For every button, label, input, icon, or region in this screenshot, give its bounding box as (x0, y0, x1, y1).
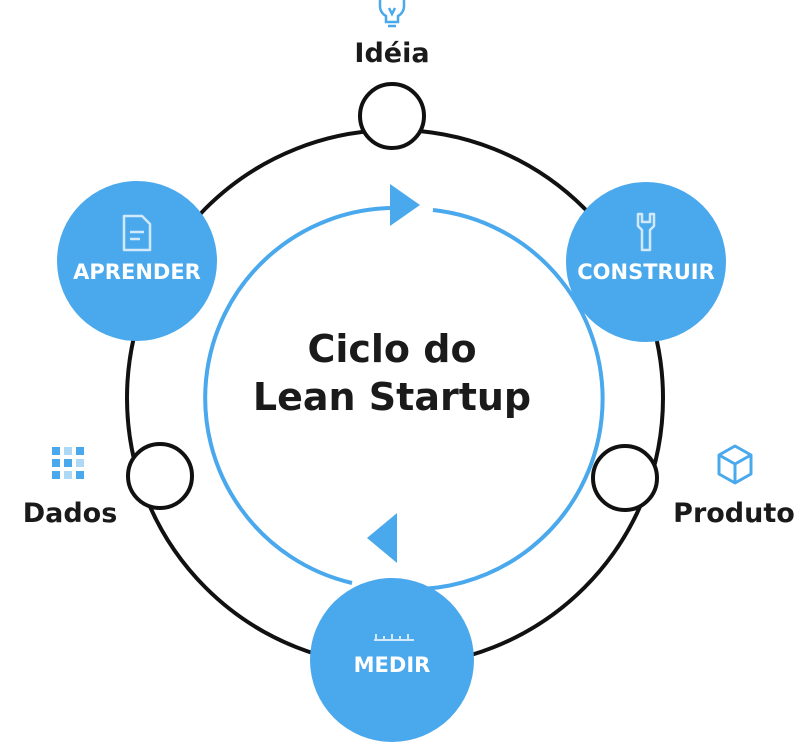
stage-label-medir: MEDIR (354, 653, 431, 677)
node-label-dados: Dados (23, 498, 118, 529)
data-grid-icon (52, 447, 84, 479)
stage-aprender: APRENDER (57, 181, 217, 341)
stage-label-construir: CONSTRUIR (577, 260, 715, 284)
cycle-arrow-bottom (367, 513, 397, 563)
document-icon (122, 214, 152, 252)
wrench-icon (636, 212, 656, 252)
stage-construir: CONSTRUIR (566, 182, 726, 342)
stage-label-aprender: APRENDER (73, 260, 201, 284)
inner-cycle-arc-left (203, 206, 393, 585)
ruler-icon (374, 634, 414, 641)
node-label-ideia: Idéia (354, 38, 429, 69)
node-label-produto: Produto (673, 498, 795, 529)
node-dados (126, 442, 194, 510)
stage-medir: MEDIR (310, 578, 474, 742)
node-produto (591, 444, 659, 512)
node-ideia (358, 82, 426, 150)
diagram-title-line1: Ciclo do (307, 327, 476, 371)
cycle-arrow-top (390, 184, 420, 226)
diagram-title-line2: Lean Startup (253, 375, 531, 419)
box-icon (717, 444, 753, 485)
inner-cycle-arc-right (391, 208, 605, 592)
lightbulb-icon (378, 0, 406, 28)
